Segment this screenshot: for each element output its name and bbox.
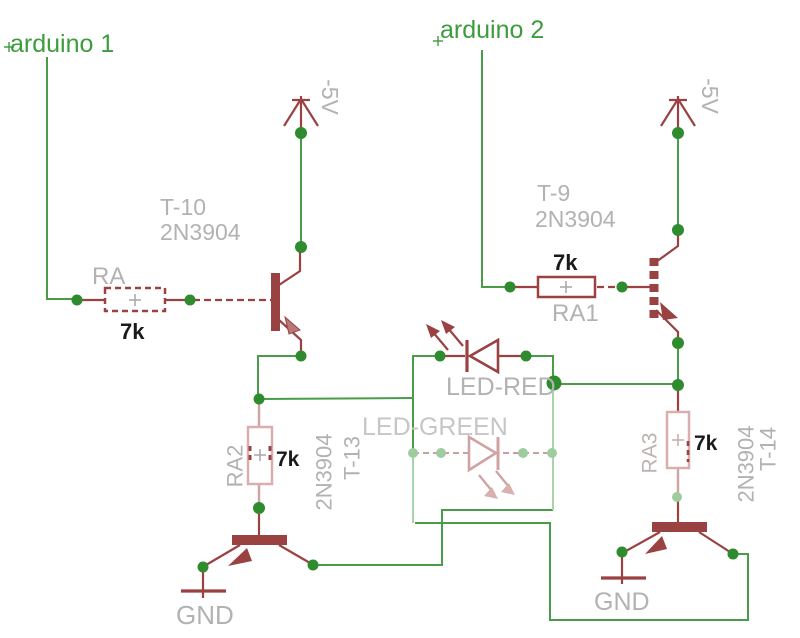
- ra1-designator: RA1: [552, 300, 599, 327]
- junction-dot: [295, 241, 307, 253]
- junction-dot: [71, 294, 83, 306]
- junction-dot: [504, 281, 516, 293]
- led-red-label: LED-RED: [446, 373, 556, 401]
- junction-dot: [295, 350, 307, 362]
- ra2-value: 7k: [276, 448, 300, 471]
- resistor-ra3: [665, 387, 691, 494]
- resistor-ra: [77, 286, 188, 313]
- wires: [46, 50, 749, 621]
- ra3-designator: RA3: [639, 433, 662, 474]
- junction-dot-faded: [672, 492, 682, 502]
- arduino2-pin-icon: [433, 36, 443, 46]
- junction-dot: [616, 546, 628, 558]
- junction-dot: [727, 548, 739, 560]
- junction-dot: [672, 379, 684, 391]
- junction-dot: [546, 375, 562, 391]
- wire-segment: [313, 509, 553, 566]
- led-red-light-arrows-icon: [426, 320, 464, 351]
- junction-dot: [253, 393, 265, 405]
- supply-arrow-left-icon: [283, 96, 319, 131]
- wire-segment: [415, 522, 749, 621]
- wire-segment: [481, 50, 505, 288]
- junction-dot-faded: [518, 448, 528, 458]
- t10-designator: T-10: [160, 194, 206, 220]
- transistor-t14: [625, 499, 731, 554]
- ra1-value: 7k: [553, 250, 578, 275]
- supply-arrow-right-icon: [660, 96, 696, 131]
- t10-part: 2N3904: [160, 219, 241, 245]
- arduino1-label: arduino 1: [10, 30, 114, 58]
- arduino2-label: arduino 2: [440, 16, 544, 44]
- junction-dot: [434, 350, 446, 362]
- gnd-right-label: GND: [594, 588, 650, 616]
- wire-segment: [412, 355, 440, 398]
- ra2-designator: RA2: [223, 445, 248, 488]
- junction-dots: [71, 127, 739, 573]
- supply-left-label: -5V: [317, 79, 343, 115]
- resistor-ra2: [246, 401, 274, 506]
- led-green-symbol: [413, 434, 553, 499]
- transistor-t9: [649, 233, 680, 340]
- ra3-value: 7k: [694, 432, 718, 455]
- junction-dot: [672, 224, 684, 236]
- transistor-t13: [205, 514, 311, 566]
- t13-part: 2N3904: [312, 433, 337, 510]
- wire-segment: [257, 355, 301, 399]
- gnd-symbol-right: [601, 554, 646, 584]
- t9-part: 2N3904: [535, 206, 616, 232]
- junction-dot: [184, 294, 196, 306]
- wire-segment: [526, 355, 554, 383]
- junction-dot: [253, 502, 265, 514]
- led-green-light-arrows-icon: [478, 470, 515, 499]
- junction-dot: [616, 281, 628, 293]
- resistor-ra1: [510, 275, 650, 299]
- ra-value: 7k: [120, 319, 145, 344]
- junction-dot-faded: [547, 448, 557, 458]
- junction-dot: [295, 127, 307, 139]
- supply-right-label: -5V: [697, 78, 723, 114]
- junction-dot: [520, 350, 532, 362]
- junction-dot: [307, 559, 319, 571]
- junction-dot: [197, 561, 209, 573]
- led-green-label: LED-GREEN: [362, 413, 508, 441]
- led-red-symbol: [426, 320, 522, 375]
- t14-designator: T-14: [756, 427, 781, 471]
- ra-designator: RA: [92, 263, 125, 290]
- gnd-symbol-left: [181, 569, 226, 598]
- t9-designator: T-9: [537, 180, 570, 206]
- t13-designator: T-13: [340, 436, 365, 480]
- wire-segment: [258, 397, 414, 400]
- transistor-t10: [271, 249, 303, 352]
- junction-dot-faded: [436, 448, 446, 458]
- junction-dot: [672, 337, 684, 349]
- junction-dot: [672, 127, 684, 139]
- t14-part: 2N3904: [734, 425, 759, 502]
- wire-segment: [46, 57, 72, 300]
- junction-dot-faded: [408, 448, 418, 458]
- gnd-left-label: GND: [176, 600, 234, 630]
- arduino1-pin-icon: [4, 42, 14, 52]
